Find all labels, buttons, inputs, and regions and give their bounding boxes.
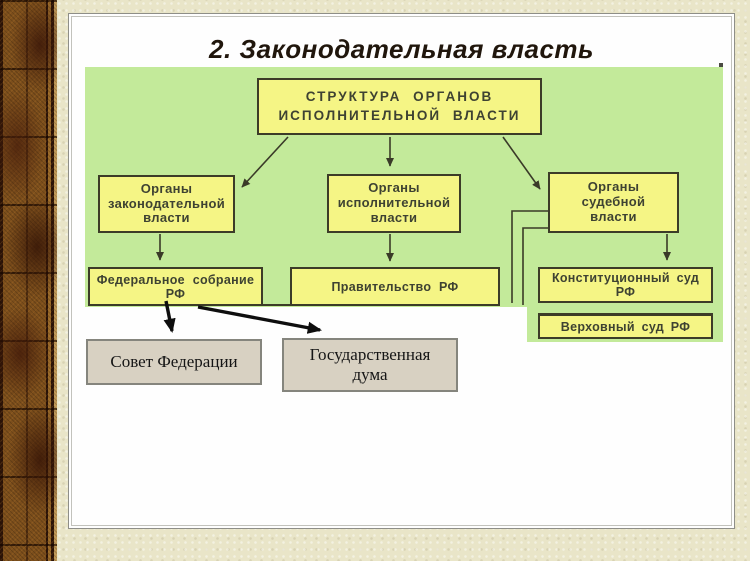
- node-root: СТРУКТУРА ОРГАНОВ ИСПОЛНИТЕЛЬНОЙ ВЛАСТИ: [257, 78, 542, 135]
- node-legislative-branch: Органы законодательной власти: [98, 175, 235, 233]
- node-executive-branch: Органы исполнительной власти: [327, 174, 461, 233]
- cropped-edge-line: [261, 304, 292, 306]
- wood-texture-strip: [0, 0, 57, 561]
- slide-title: 2. Законодательная власть: [209, 34, 594, 64]
- node-state-duma: Государственная дума: [282, 338, 458, 392]
- node-federal-assembly: Федеральное собрание РФ: [88, 267, 263, 306]
- corner-artifact-dot: [719, 63, 723, 67]
- node-supreme-court: Верховный суд РФ: [538, 313, 713, 339]
- node-government: Правительство РФ: [290, 267, 500, 306]
- node-federation-council: Совет Федерации: [86, 339, 262, 385]
- node-judicial-branch: Органы судебной власти: [548, 172, 679, 233]
- node-constitutional-court: Конституционный суд РФ: [538, 267, 713, 303]
